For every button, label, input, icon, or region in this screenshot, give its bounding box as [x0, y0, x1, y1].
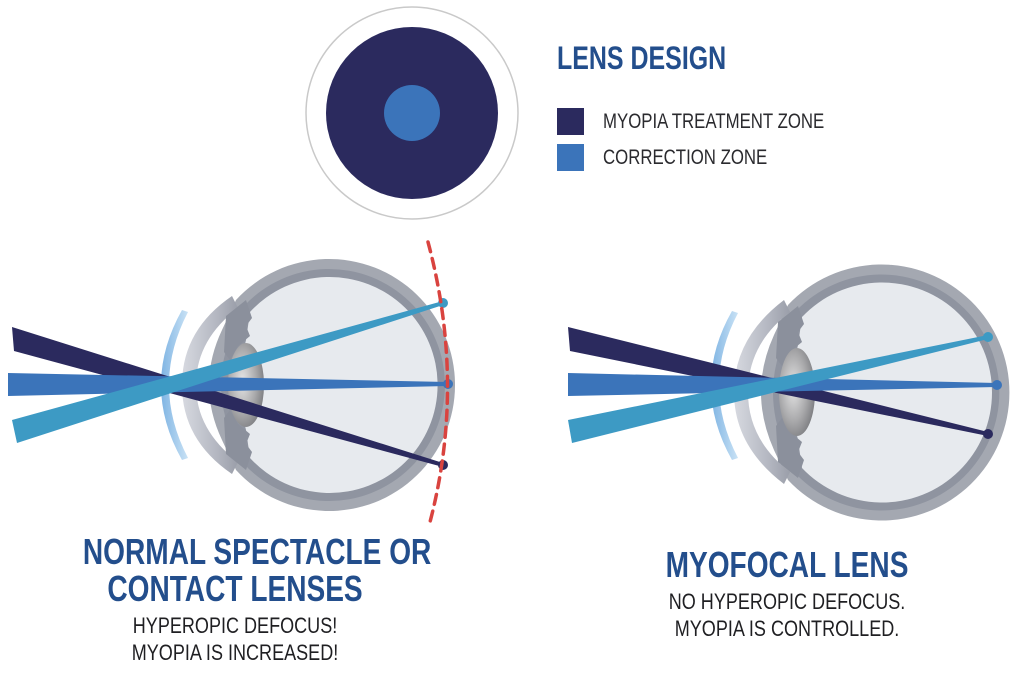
lens-design-icon: [305, 6, 519, 220]
beam-teal-peripheral: [568, 335, 988, 443]
caption-myofocal-lens: MYOFOCAL LENS NO HYPEROPIC DEFOCUS. MYOP…: [612, 546, 962, 642]
caption-normal-lenses: NORMAL SPECTACLE OR CONTACT LENSES HYPER…: [40, 531, 432, 666]
legend-item-correction-zone: CORRECTION ZONE: [557, 144, 808, 171]
cornea: [734, 300, 790, 484]
focus-point-blue: [992, 380, 1002, 390]
eye-diagram-normal-lens: [8, 240, 456, 524]
caption-title: MYOFOCAL LENS: [665, 544, 909, 585]
iris-lower: [224, 410, 252, 470]
swatch-myopia-treatment-zone: [557, 108, 584, 135]
contact-lens: [161, 310, 188, 460]
caption-subtitle-line-2: MYOPIA IS CONTROLLED.: [674, 616, 900, 641]
focus-point-teal: [983, 332, 993, 342]
eye-vitreous: [792, 282, 992, 503]
caption-subtitle-line-2: MYOPIA IS INCREASED!: [131, 640, 339, 665]
correction-zone-disc: [384, 85, 440, 141]
contact-lens: [711, 311, 738, 460]
legend-label: CORRECTION ZONE: [603, 145, 768, 169]
cornea: [182, 296, 238, 474]
legend-title: LENS DESIGN: [557, 40, 727, 76]
caption-subtitle-line-1: NO HYPEROPIC DEFOCUS.: [668, 589, 906, 614]
hyperopic-defocus-curve: [426, 240, 450, 524]
beam-navy-peripheral: [12, 327, 443, 467]
iris-lower: [776, 418, 804, 478]
caption-title-line-1: NORMAL SPECTACLE OR: [82, 531, 432, 572]
caption-subtitle-line-1: HYPEROPIC DEFOCUS!: [132, 613, 338, 638]
beam-blue-central: [8, 373, 448, 396]
iris-upper: [224, 300, 252, 360]
lens-design-legend: LENS DESIGN MYOPIA TREATMENT ZONE CORREC…: [557, 38, 824, 171]
caption-title-line-2: CONTACT LENSES: [107, 568, 363, 609]
legend-label: MYOPIA TREATMENT ZONE: [603, 109, 825, 133]
legend-item-myopia-treatment-zone: MYOPIA TREATMENT ZONE: [557, 108, 880, 135]
iris-upper: [776, 306, 804, 366]
eye-diagram-myofocal-lens: [568, 264, 1010, 521]
swatch-correction-zone: [557, 144, 584, 171]
focus-point-navy: [983, 429, 993, 439]
beam-teal-peripheral: [12, 301, 443, 443]
